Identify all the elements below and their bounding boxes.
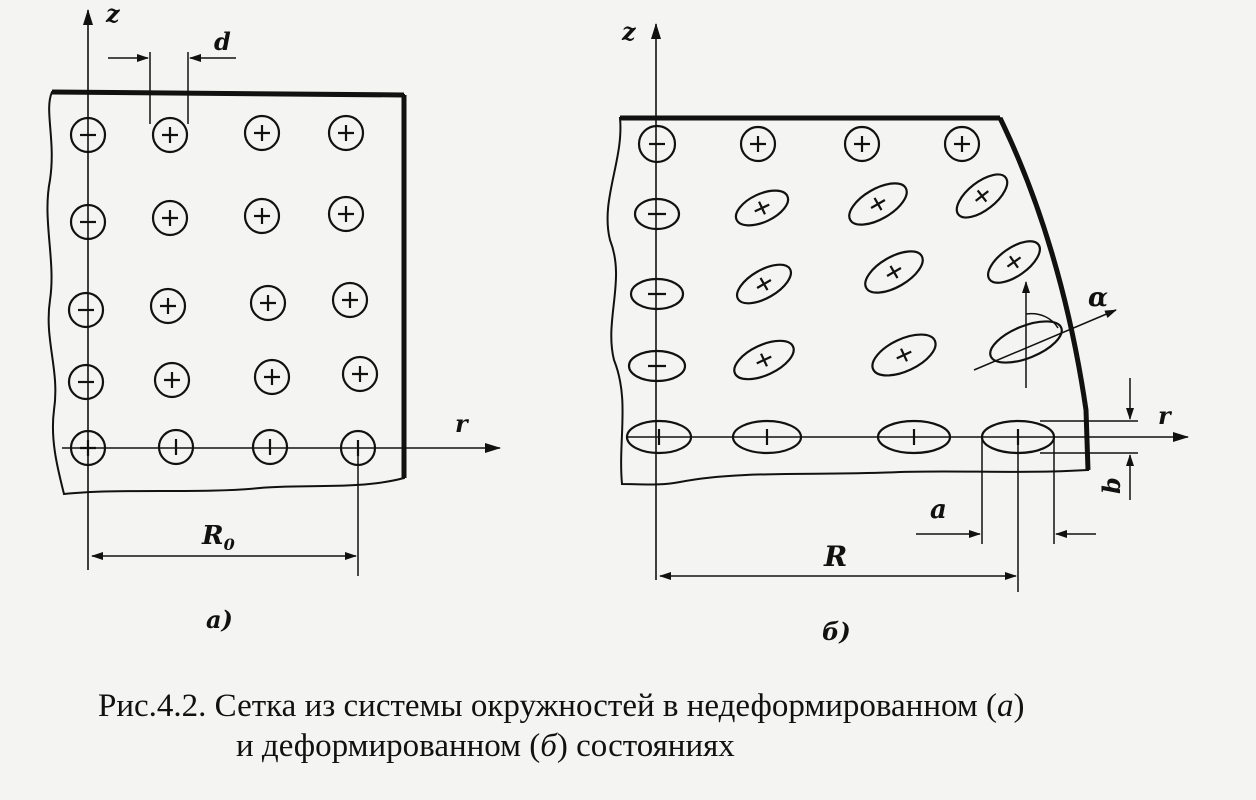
grid-circle <box>943 125 981 163</box>
grid-circle <box>249 284 287 322</box>
sheet-a-top-edge <box>51 89 405 98</box>
axis-r-a-label: r <box>455 409 470 438</box>
grid-circle <box>151 116 189 154</box>
grid-circle <box>253 358 291 396</box>
grid-ellipse <box>955 173 1009 219</box>
grid-ellipse <box>987 240 1041 284</box>
grid-ellipse <box>731 419 803 455</box>
grid-ellipse <box>733 339 795 381</box>
dimension-r0-label: R0 <box>201 521 235 554</box>
grid-circle <box>327 114 365 152</box>
grid-ellipse <box>625 419 693 455</box>
dimension-b <box>1040 378 1138 500</box>
grid-circle <box>153 361 191 399</box>
dimension-d-label: d <box>214 27 231 56</box>
dimension-a-label: a <box>930 495 947 525</box>
panel-b-label: б) <box>822 617 851 646</box>
grid-ellipse <box>989 320 1063 364</box>
grid-ellipse <box>735 263 793 305</box>
axis-r-b-label: r <box>1158 401 1173 430</box>
axis-z-a-label: z <box>105 0 121 28</box>
grid-circle <box>251 428 289 466</box>
grid-circle <box>243 197 281 235</box>
sheet-b-curved-edge <box>997 116 1091 471</box>
grid-circle <box>69 203 107 241</box>
grid-circle <box>739 125 777 163</box>
grid-ellipse <box>633 197 681 231</box>
figure-caption-line-2: и деформированном (б) состояниях <box>236 728 735 764</box>
angle-alpha-construction <box>973 281 1117 388</box>
axis-z-b-label: z <box>621 17 637 46</box>
grid-circle <box>151 199 189 237</box>
grid-ellipse <box>864 250 924 294</box>
dimension-r-label: R <box>823 540 847 573</box>
grid-circle <box>843 125 881 163</box>
grid-ellipse <box>871 333 937 377</box>
grid-ellipse <box>629 277 685 311</box>
dimension-r <box>659 437 1019 592</box>
dimension-a <box>916 437 1096 544</box>
panel-a-label: а) <box>206 605 233 634</box>
grid-circle <box>149 287 187 325</box>
grid-circle <box>327 195 365 233</box>
grid-circle <box>637 124 677 164</box>
circle-grid-a <box>67 114 379 467</box>
grid-circle <box>157 428 195 466</box>
figure-caption-line-1: Рис.4.2. Сетка из системы окружностей в … <box>98 688 1025 724</box>
grid-circle <box>341 355 379 393</box>
grid-circle <box>69 116 107 154</box>
grid-ellipse <box>848 182 908 226</box>
grid-circle <box>243 114 281 152</box>
grid-circle <box>67 291 105 329</box>
grid-circle <box>69 429 107 467</box>
dimension-d <box>108 52 236 124</box>
angle-alpha-label: α <box>1088 283 1108 313</box>
grid-circle <box>67 363 105 401</box>
figure-b-deformed: z r <box>606 17 1189 646</box>
sheet-a-outline <box>46 90 405 496</box>
dimension-r0 <box>91 448 359 576</box>
figure-a-undeformed: z r <box>46 0 501 634</box>
grid-ellipse <box>734 189 790 227</box>
grid-ellipse <box>627 349 687 383</box>
grid-circle <box>331 281 369 319</box>
dimension-b-label: b <box>1097 477 1126 494</box>
ellipse-grid-b <box>625 124 1063 455</box>
grid-ellipse <box>876 419 952 455</box>
